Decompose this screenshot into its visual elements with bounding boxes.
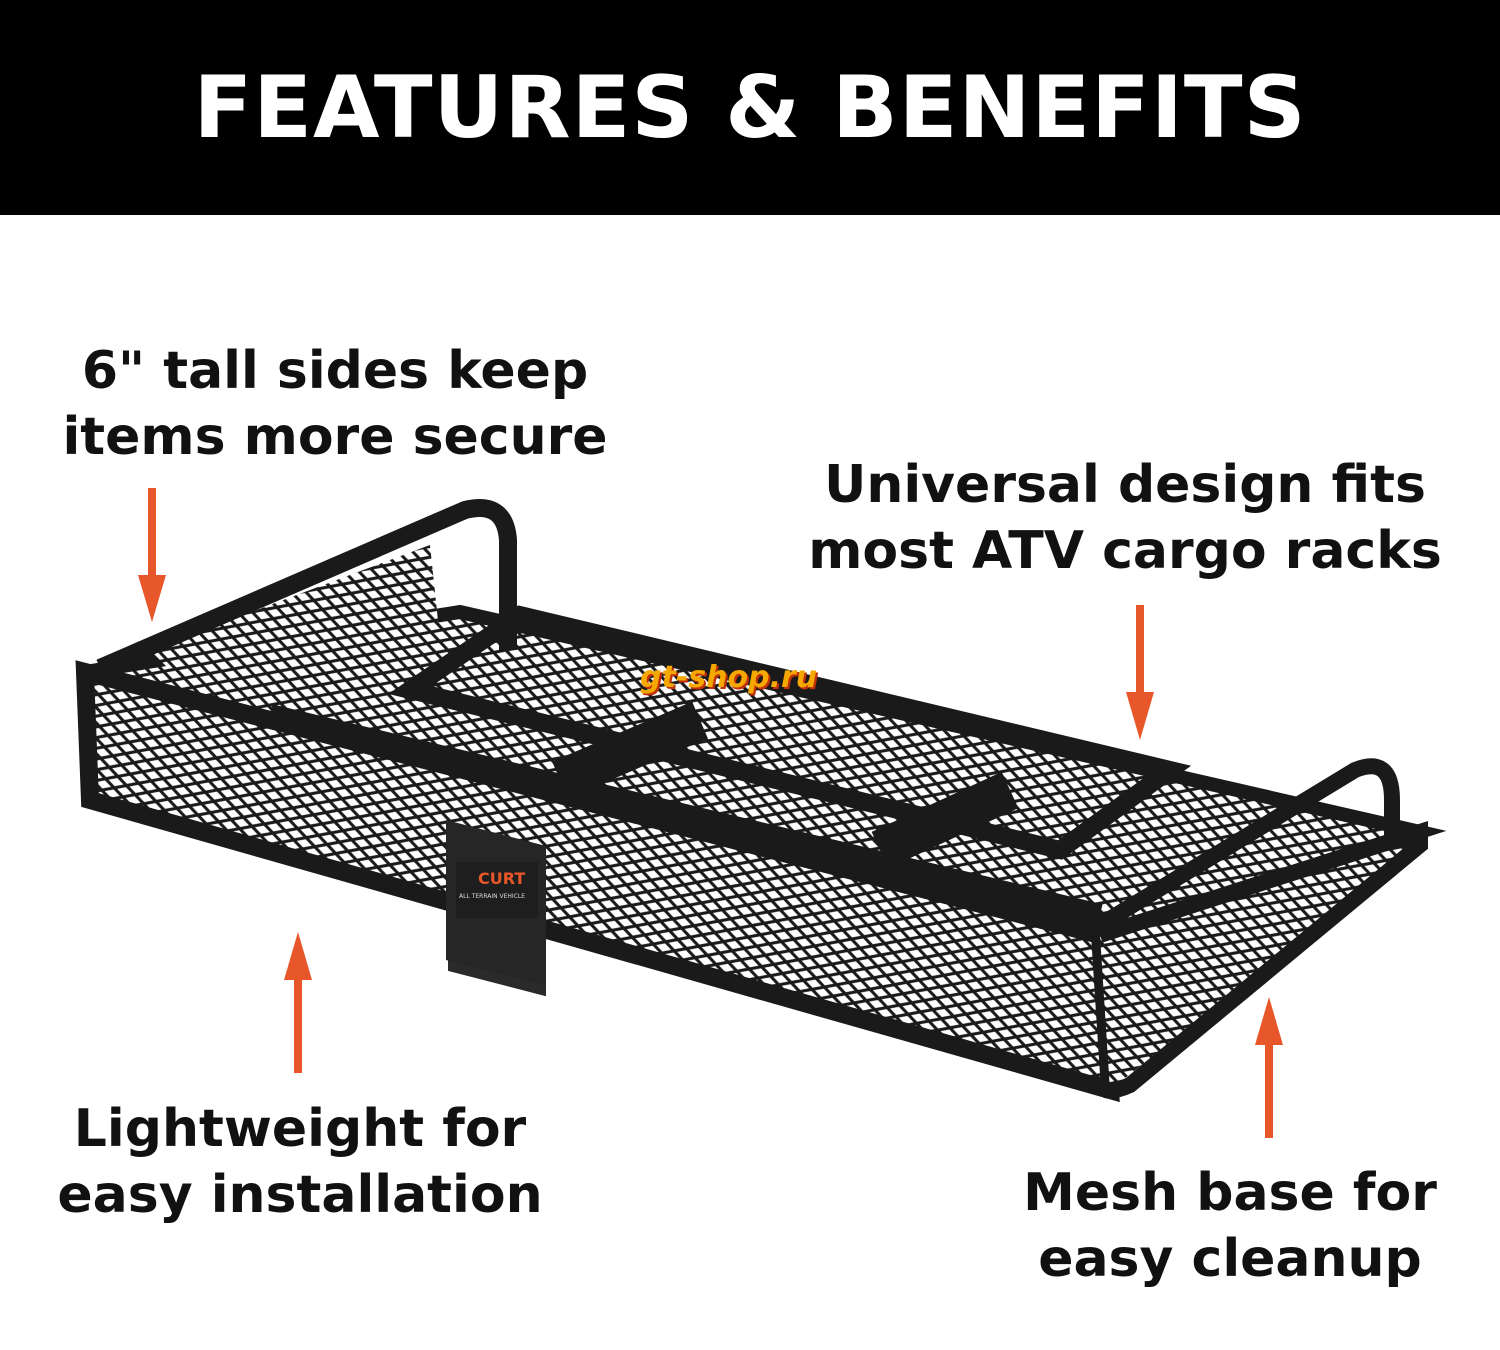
callout-line: Universal design fits — [824, 455, 1426, 515]
arrow-up-lightweight — [284, 932, 312, 1073]
arrow-down-universal — [1126, 605, 1154, 740]
callout-line: 6" tall sides keep — [81, 341, 589, 401]
left-side-mesh — [150, 545, 440, 700]
callout-line: most ATV cargo racks — [808, 521, 1442, 581]
right-side-mesh — [1100, 832, 1420, 1090]
watermark: gt-shop.ru — [640, 660, 818, 695]
callout-line: Lightweight for — [73, 1099, 527, 1159]
callout-lightweight: Lightweight for easy installation — [40, 1096, 560, 1228]
right-hoop — [1095, 758, 1400, 932]
brand-subtitle: ALL TERRAIN VEHICLE — [459, 893, 525, 900]
callout-universal: Universal design fits most ATV cargo rac… — [800, 452, 1450, 584]
callout-line: easy installation — [57, 1165, 543, 1225]
page-title: FEATURES & BENEFITS — [193, 57, 1307, 158]
inner-rail — [388, 605, 1192, 860]
brand-label: CURT — [478, 869, 525, 888]
callout-line: Mesh base for — [1023, 1163, 1437, 1223]
callout-line: items more secure — [62, 407, 608, 467]
arrow-down-tall-sides — [138, 488, 166, 622]
callout-tall-sides: 6" tall sides keep items more secure — [40, 338, 630, 470]
header-banner: FEATURES & BENEFITS — [0, 0, 1500, 215]
callout-mesh-base: Mesh base for easy cleanup — [1010, 1160, 1450, 1292]
left-hoop — [96, 499, 517, 677]
callout-line: easy cleanup — [1038, 1229, 1422, 1289]
arrow-up-mesh-base — [1255, 997, 1283, 1138]
front-side-mesh — [85, 672, 1110, 1090]
